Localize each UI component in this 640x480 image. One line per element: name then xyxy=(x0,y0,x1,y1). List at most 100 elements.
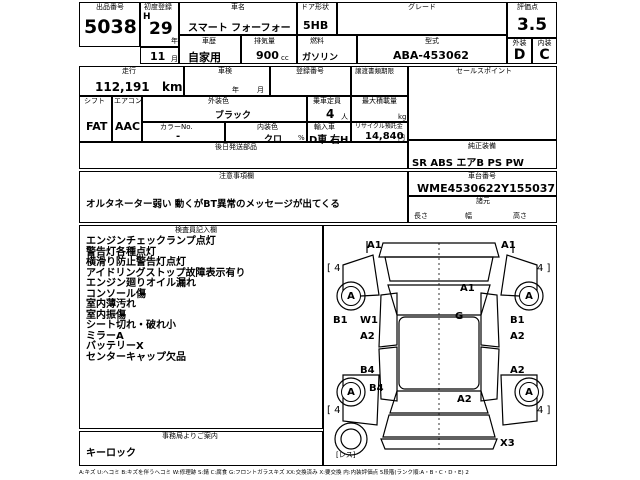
caution-cell xyxy=(79,171,408,223)
doors-cell xyxy=(297,2,337,35)
use-label: 車歴 xyxy=(202,37,216,45)
inspect-cell xyxy=(184,66,270,96)
import-cell xyxy=(307,122,351,142)
recycle-cell xyxy=(351,122,408,142)
colorno-label: カラーNo. xyxy=(160,123,193,131)
vin-label: 車台番号 xyxy=(468,172,496,180)
inspect-month-unit: 月 xyxy=(257,86,264,94)
note-line: 横滑り防止警告灯点灯 xyxy=(86,257,186,268)
mark-left-fender: B1 xyxy=(333,315,348,326)
legend: A:キズ U:ヘコミ B:キズを伴うヘコミ W:修理跡 S:錆 C:腐食 G:フ… xyxy=(79,470,469,476)
capacity-label: 乗車定員 xyxy=(313,97,341,105)
doors-label: ドア形状 xyxy=(301,3,329,11)
fuel: ガソリン xyxy=(302,53,339,63)
interior-label: 内装色 xyxy=(257,123,278,131)
mark-trunk: A2 xyxy=(457,394,472,405)
equip-cell xyxy=(408,140,557,169)
wid-label: 幅 xyxy=(465,212,472,220)
mark-left-rear-door: B4 xyxy=(360,365,375,376)
note-line: バッテリーX xyxy=(86,341,144,352)
mark-left-door-w: W1 xyxy=(360,315,378,326)
colorno: - xyxy=(176,131,181,142)
mark-wheel-rr: A xyxy=(519,382,539,402)
score-label: 評価点 xyxy=(517,3,538,11)
vin: WME4530622Y155037 xyxy=(417,182,556,195)
mark-left-rear-tire: [ 4 xyxy=(327,405,341,416)
mark-spare: [レス] xyxy=(336,451,356,459)
inspect-year-unit: 年 xyxy=(232,86,239,94)
colorno-cell xyxy=(142,122,225,142)
cc-unit: cc xyxy=(281,54,289,62)
regno-cell xyxy=(270,66,351,96)
mark-rear-bumper: X3 xyxy=(500,438,515,449)
hgt-label: 高さ xyxy=(513,212,527,220)
reg-label: 初度登録 xyxy=(144,3,172,11)
mark-left-front-tire: [ 4 xyxy=(327,263,341,274)
int-cell xyxy=(532,38,557,64)
int-score: C xyxy=(539,47,550,63)
reg-month: 11 xyxy=(150,50,166,63)
mark-wheel-fl: A xyxy=(341,286,361,306)
caution-text: オルタネーター弱い 動くがBT異常のメッセージが出てくる xyxy=(86,199,340,210)
regno-label: 登録番号 xyxy=(296,67,324,75)
recycle: 14,840 xyxy=(365,131,404,142)
office-cell xyxy=(79,431,323,466)
reg-cell xyxy=(140,2,179,47)
score: 3.5 xyxy=(516,15,548,35)
cert-label: 譲渡書類期限 xyxy=(355,67,394,75)
cc: 900 xyxy=(256,49,279,62)
note-line: コンソール傷 xyxy=(86,288,146,300)
mark-right-front-tire: 4 ] xyxy=(537,263,551,274)
month-cell xyxy=(140,47,179,64)
import-label: 輸入車 xyxy=(314,123,335,131)
load-unit: kg xyxy=(398,113,407,121)
inspector-cell xyxy=(79,225,323,429)
note-line: 室内振傷 xyxy=(86,309,126,321)
vin-cell xyxy=(408,171,557,196)
reg-month-unit: 月 xyxy=(171,55,178,63)
equipment: SR ABS エアB PS PW xyxy=(412,158,524,169)
lot-label: 出品番号 xyxy=(96,3,124,11)
mark-right-door: A2 xyxy=(510,331,525,342)
load-label: 最大積載量 xyxy=(362,97,397,105)
km-cell xyxy=(79,66,184,96)
ext-label: 外装 xyxy=(512,39,527,47)
ac-cell xyxy=(112,96,142,142)
model-cell xyxy=(357,35,507,64)
interior-cell xyxy=(225,122,307,142)
capacity: 4 xyxy=(326,107,335,121)
len-label: 長さ xyxy=(414,212,428,220)
grade-cell xyxy=(337,2,507,35)
fuel-label: 燃料 xyxy=(310,37,324,45)
use-cell xyxy=(179,35,241,64)
mark-right-rear-tire: 4 ] xyxy=(537,405,551,416)
car-name: スマート フォーフォー xyxy=(188,23,291,34)
mark-right-rear-door: A2 xyxy=(510,365,525,376)
shift: FAT xyxy=(86,120,108,133)
parts-label: 後日発送部品 xyxy=(215,143,257,151)
dim-label: 諸元 xyxy=(476,197,490,205)
note-line: シート切れ・破れ小 xyxy=(86,320,176,331)
mark-front-left: A1 xyxy=(367,240,382,251)
cert-cell xyxy=(351,66,408,96)
mark-right-fender: B1 xyxy=(510,315,525,326)
doors: 5HB xyxy=(303,19,329,32)
grade-label: グレード xyxy=(408,3,436,11)
reg-year: 29 xyxy=(149,19,173,39)
office-text: キーロック xyxy=(86,448,136,459)
inspect-label: 車検 xyxy=(218,67,232,75)
recycle-unit: 円 xyxy=(398,134,405,142)
ac: AAC xyxy=(115,120,141,133)
shift-label: シフト xyxy=(84,97,105,105)
office-label: 事務局よりご案内 xyxy=(162,432,218,440)
score-cell xyxy=(507,2,557,38)
sales-point-cell xyxy=(408,66,557,140)
note-line: 警告灯各種点灯 xyxy=(86,246,156,258)
mark-glass: G xyxy=(455,311,464,322)
note-line: アイドリングストップ故障表示有り xyxy=(86,267,246,279)
capacity-cell xyxy=(307,96,351,122)
int-label: 内装 xyxy=(537,39,552,47)
use: 自家用 xyxy=(188,51,221,64)
damage-diagram xyxy=(323,225,557,466)
interior: クロ xyxy=(264,135,283,145)
